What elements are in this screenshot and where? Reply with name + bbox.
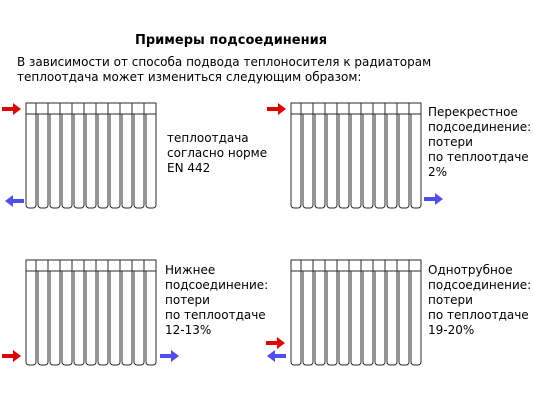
caption-line: EN 442 bbox=[167, 161, 211, 175]
caption-line: Нижнее bbox=[165, 263, 216, 277]
diagram-title: Примеры подсоединения bbox=[135, 33, 328, 48]
caption-cross-connection: Перекрестное подсоединение: потери по те… bbox=[428, 105, 531, 180]
radiator-body bbox=[290, 102, 422, 209]
return-arrow bbox=[267, 350, 286, 362]
radiator-body bbox=[290, 259, 422, 366]
return-arrow bbox=[160, 350, 179, 362]
caption-line: по теплоотдаче bbox=[428, 150, 529, 164]
caption-line: согласно норме bbox=[167, 146, 268, 160]
radiator-body bbox=[25, 259, 157, 366]
return-arrow bbox=[424, 193, 443, 205]
caption-line: потери bbox=[428, 135, 473, 149]
caption-line: теплоотдача bbox=[167, 131, 249, 145]
caption-line: подсоединение: bbox=[165, 278, 269, 292]
return-arrow bbox=[5, 195, 24, 207]
caption-one-pipe-connection: Однотрубное подсоединение: потери по теп… bbox=[428, 263, 531, 338]
caption-line: потери bbox=[165, 293, 210, 307]
caption-standard: теплоотдача согласно норме EN 442 bbox=[167, 131, 267, 176]
intro-line-1: В зависимости от способа подвода теплоно… bbox=[17, 55, 432, 69]
caption-line: потери bbox=[428, 293, 473, 307]
caption-line: 19-20% bbox=[428, 323, 475, 337]
caption-line: 12-13% bbox=[165, 323, 212, 337]
caption-line: подсоединение: bbox=[428, 120, 532, 134]
caption-line: Однотрубное bbox=[428, 263, 513, 277]
supply-arrow bbox=[266, 337, 285, 349]
caption-bottom-connection: Нижнее подсоединение: потери по теплоотд… bbox=[165, 263, 268, 338]
supply-arrow bbox=[267, 103, 286, 115]
caption-line: подсоединение: bbox=[428, 278, 532, 292]
intro-text: В зависимости от способа подвода теплоно… bbox=[17, 55, 431, 85]
caption-line: 2% bbox=[428, 165, 448, 179]
intro-line-2: теплоотдача может измениться следующим о… bbox=[17, 70, 362, 84]
caption-line: по теплоотдаче bbox=[165, 308, 266, 322]
caption-line: по теплоотдаче bbox=[428, 308, 529, 322]
caption-line: Перекрестное bbox=[428, 105, 518, 119]
supply-arrow bbox=[2, 350, 21, 362]
radiator-body bbox=[25, 102, 157, 209]
supply-arrow bbox=[2, 103, 21, 115]
